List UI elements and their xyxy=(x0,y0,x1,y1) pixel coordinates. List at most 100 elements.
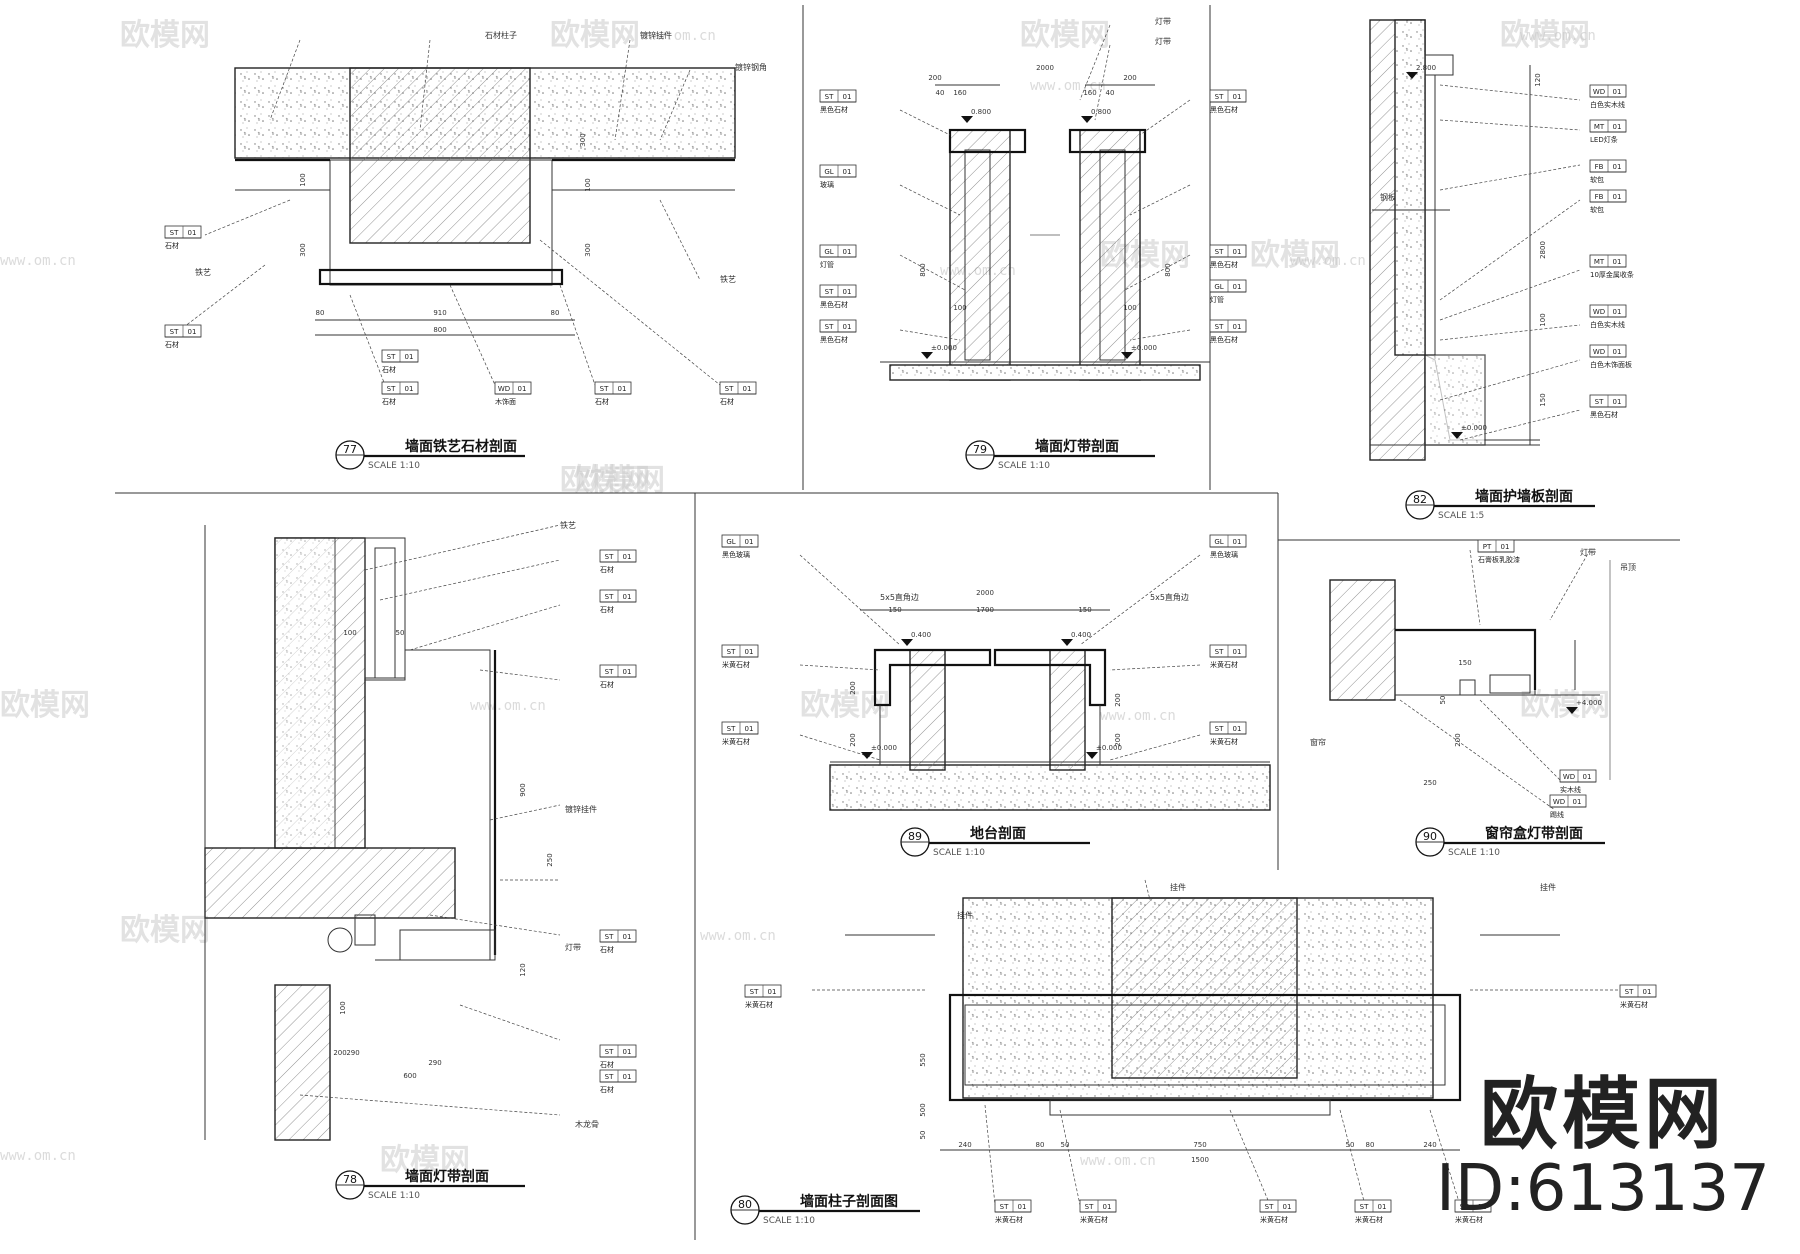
tag-label: 黑色石材 xyxy=(1210,335,1238,344)
watermark-text: 欧模网 xyxy=(560,463,650,498)
p80-dimension: 80 xyxy=(1366,1141,1375,1149)
tag-num: 01 xyxy=(768,988,777,996)
detail-scale: SCALE 1:10 xyxy=(368,461,420,471)
tag-label: 石膏板乳胶漆 xyxy=(1478,555,1520,564)
tag-num: 01 xyxy=(1018,1203,1027,1211)
p82-dimension: 100 xyxy=(1539,313,1547,326)
detail-number: 89 xyxy=(908,830,922,843)
watermark-url: www.om.cn xyxy=(1290,253,1366,269)
tag-num: 01 xyxy=(1613,348,1622,356)
tag-label: 白色木饰面板 xyxy=(1590,360,1632,369)
tag-code: ST xyxy=(605,553,614,561)
tag-label: 10厚金属收条 xyxy=(1590,270,1634,279)
p77-dimension: 300 xyxy=(299,243,307,256)
p82-dimension: 150 xyxy=(1539,393,1547,406)
section-80-wall-column xyxy=(810,879,1620,1206)
p89-note: 5x5直角边 xyxy=(1150,592,1189,602)
watermark-text: 欧模网 xyxy=(1020,18,1110,53)
detail-number: 79 xyxy=(973,443,987,456)
tag-code: ST xyxy=(1625,988,1634,996)
p79-dimension: 800 xyxy=(1164,263,1172,276)
p78-dimension: 50 xyxy=(396,629,405,637)
p79-note: 灯带 xyxy=(1155,36,1171,46)
tag-num: 01 xyxy=(1573,798,1582,806)
tag-code: ST xyxy=(170,328,179,336)
p79-dimension: 200 xyxy=(928,74,941,82)
p79-elevation: 0.800 xyxy=(1091,108,1111,116)
brand-name: 欧模网 xyxy=(1479,1069,1726,1160)
tag-code: ST xyxy=(725,385,734,393)
tag-num: 01 xyxy=(843,93,852,101)
tag-num: 01 xyxy=(1233,725,1242,733)
tag-label: 黑色石材 xyxy=(820,105,848,114)
p78-dimension: 100 xyxy=(343,629,356,637)
tag-label: 白色实木线 xyxy=(1590,320,1625,329)
p80-note: 挂件 xyxy=(957,910,973,920)
p89-elevation: ±0.000 xyxy=(1096,744,1122,752)
watermark-url: www.om.cn xyxy=(0,1148,76,1164)
watermark-text: 欧模网 xyxy=(1250,238,1340,273)
tag-num: 01 xyxy=(405,385,414,393)
tag-num: 01 xyxy=(623,553,632,561)
tag-code: ST xyxy=(727,725,736,733)
detail-scale: SCALE 1:10 xyxy=(1448,848,1500,858)
tag-label: 石材 xyxy=(382,365,396,374)
tag-label: 米黄石材 xyxy=(1080,1215,1108,1224)
p79-elevation: ±0.000 xyxy=(1131,344,1157,352)
p82-elevation: ±0.000 xyxy=(1461,424,1487,432)
p77-dimension: 800 xyxy=(433,326,446,334)
detail-title: 窗帘盒灯带剖面 xyxy=(1485,825,1583,842)
detail-title: 墙面护墙板剖面 xyxy=(1475,488,1573,505)
p89-elevation: 0.400 xyxy=(1071,631,1091,639)
p89-dimension: 200 xyxy=(1114,693,1122,706)
tag-label: 石材 xyxy=(382,397,396,406)
detail-scale: SCALE 1:5 xyxy=(1438,511,1484,521)
watermark-text: 欧模网 xyxy=(380,1143,470,1178)
tag-label: 灯管 xyxy=(820,260,834,269)
tag-code: WD xyxy=(1593,88,1605,96)
p80-dimension: 550 xyxy=(919,1053,927,1066)
p77-dimension: 80 xyxy=(551,309,560,317)
p79-dimension: 800 xyxy=(919,263,927,276)
tag-code: ST xyxy=(825,93,834,101)
tag-code: ST xyxy=(1000,1203,1009,1211)
tag-num: 01 xyxy=(843,248,852,256)
tag-code: ST xyxy=(1595,398,1604,406)
p78-dimension: 100 xyxy=(339,1001,347,1014)
p79-dimension: 200 xyxy=(1123,74,1136,82)
tag-num: 01 xyxy=(843,323,852,331)
tag-num: 01 xyxy=(745,648,754,656)
p79-elevation: 0.800 xyxy=(971,108,991,116)
section-89-platform xyxy=(799,554,1271,811)
tag-label: 米黄石材 xyxy=(722,660,750,669)
elevation-marker xyxy=(961,116,973,123)
tag-label: 米黄石材 xyxy=(1210,737,1238,746)
tag-code: ST xyxy=(605,593,614,601)
tag-num: 01 xyxy=(623,668,632,676)
elevation-marker xyxy=(921,352,933,359)
p89-dimension: 2000 xyxy=(976,589,994,597)
brand-id: ID:613137 xyxy=(1435,1151,1770,1226)
detail-title: 墙面柱子剖面图 xyxy=(800,1193,898,1210)
tag-code: ST xyxy=(605,933,614,941)
p82-elevation: 2.800 xyxy=(1416,64,1436,72)
p79-dimension: 2000 xyxy=(1036,64,1054,72)
p90-dimension: 150 xyxy=(1458,659,1471,667)
tag-label: 实木线 xyxy=(1560,785,1581,794)
p89-dimension: 200 xyxy=(849,733,857,746)
